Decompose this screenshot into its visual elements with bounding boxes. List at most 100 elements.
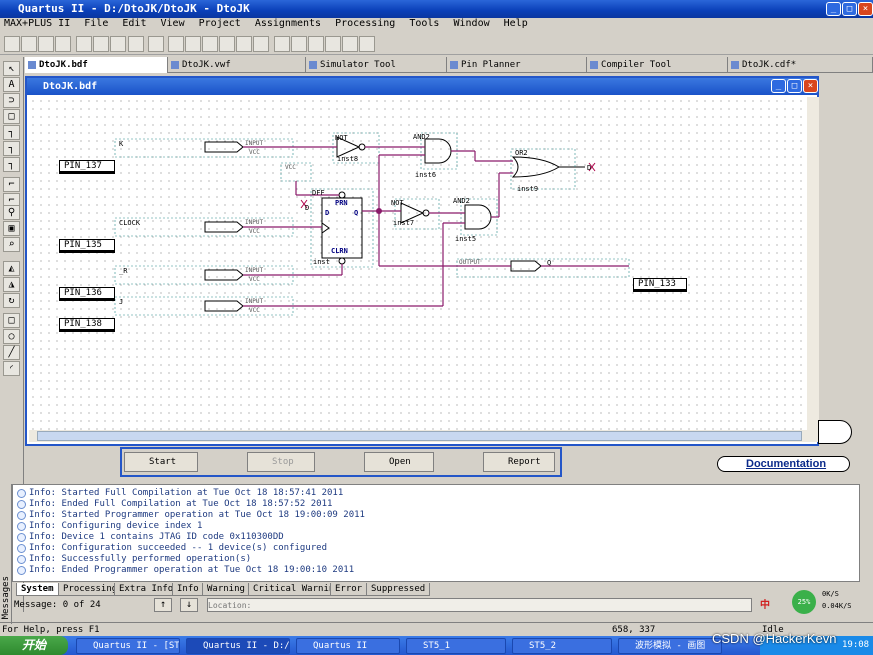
flip-vertical-icon[interactable]: ◮ (3, 277, 20, 292)
taskbar-item[interactable]: ST5_2 (512, 638, 612, 654)
tab-processing[interactable]: Processing (58, 583, 123, 596)
cut-icon[interactable] (76, 36, 92, 52)
design-partition-icon[interactable] (236, 36, 252, 52)
menu-edit[interactable]: Edit (122, 18, 147, 29)
doc-minimize-button[interactable]: _ (771, 79, 786, 93)
tab-dtojk-vwf[interactable]: DtoJK.vwf (168, 57, 306, 73)
menu-processing[interactable]: Processing (335, 18, 396, 29)
pin-136[interactable]: PIN_136 (59, 287, 115, 301)
messages-scrollbar[interactable] (859, 485, 860, 582)
orthogonal-node-icon[interactable]: ┐ (3, 125, 20, 140)
tab-pin-planner[interactable]: Pin Planner (447, 57, 587, 73)
documentation-link[interactable]: Documentation (717, 456, 850, 472)
start-simulation-icon[interactable] (325, 36, 341, 52)
conduit-tool-icon[interactable]: ┐ (3, 157, 20, 172)
menu-window[interactable]: Window (453, 18, 490, 29)
block-tool-icon[interactable]: □ (3, 109, 20, 124)
message-line[interactable]: Info: Ended Programmer operation at Tue … (29, 565, 355, 575)
chip-planner-icon[interactable] (253, 36, 269, 52)
pin-137[interactable]: PIN_137 (59, 160, 115, 174)
vertical-scrollbar[interactable] (807, 97, 819, 430)
arc-tool-icon[interactable]: ◜ (3, 361, 20, 376)
settings-icon[interactable] (219, 36, 235, 52)
warning-icon[interactable] (168, 36, 184, 52)
flip-horizontal-icon[interactable]: ◭ (3, 261, 20, 276)
taskbar-item[interactable]: 波形模拟 - 画图 (618, 638, 722, 654)
tab-info[interactable]: Info (172, 583, 204, 596)
horizontal-scrollbar[interactable] (29, 430, 819, 442)
message-line[interactable]: Info: Successfully performed operation(s… (29, 554, 252, 564)
print-icon[interactable] (55, 36, 71, 52)
tab-system[interactable]: System (16, 583, 59, 596)
tab-suppressed[interactable]: Suppressed (366, 583, 431, 596)
tab-dtojk-cdf[interactable]: DtoJK.cdf* (728, 57, 873, 73)
assignment-editor-icon[interactable] (185, 36, 201, 52)
maximize-button[interactable]: □ (842, 2, 857, 16)
rotate-icon[interactable]: ↻ (3, 293, 20, 308)
rubberbanding-icon[interactable]: ⌐ (3, 177, 20, 192)
doc-maximize-button[interactable]: □ (787, 79, 802, 93)
close-button[interactable]: × (858, 2, 873, 16)
message-line[interactable]: Info: Started Programmer operation at Tu… (29, 510, 365, 520)
pin-135[interactable]: PIN_135 (59, 239, 115, 253)
location-field[interactable] (207, 598, 752, 612)
taskbar-item[interactable]: ST5_1 (406, 638, 506, 654)
start-compilation-icon[interactable] (274, 36, 290, 52)
start-menu-button[interactable]: 开始 (0, 636, 68, 655)
full-screen-icon[interactable]: ▣ (3, 221, 20, 236)
copy-icon[interactable] (93, 36, 109, 52)
oval-tool-icon[interactable]: ○ (3, 329, 20, 344)
tab-compiler-tool[interactable]: Compiler Tool (587, 57, 728, 73)
menu-tools[interactable]: Tools (409, 18, 440, 29)
menu-file[interactable]: File (84, 18, 109, 29)
open-button[interactable]: Open (364, 452, 434, 472)
message-line[interactable]: Info: Device 1 contains JTAG ID code 0x1… (29, 532, 284, 542)
selection-tool-icon[interactable]: ↖ (3, 61, 20, 76)
previous-message-button[interactable]: ↑ (154, 598, 172, 612)
menu-help[interactable]: Help (503, 18, 528, 29)
orthogonal-bus-icon[interactable]: ┐ (3, 141, 20, 156)
pin-138[interactable]: PIN_138 (59, 318, 115, 332)
compilation-report-icon[interactable] (342, 36, 358, 52)
context-help-icon[interactable] (148, 36, 164, 52)
text-tool-icon[interactable]: A (3, 77, 20, 92)
taskbar-item[interactable]: Quartus II (296, 638, 400, 654)
menu-project[interactable]: Project (198, 18, 241, 29)
taskbar-item[interactable]: Quartus II - [ST... (76, 638, 180, 654)
timing-analyzer-icon[interactable] (308, 36, 324, 52)
schematic-canvas[interactable]: PIN_137 PIN_135 PIN_136 PIN_138 PIN_133 … (29, 97, 807, 430)
save-icon[interactable] (38, 36, 54, 52)
symbol-tool-icon[interactable]: ⊃ (3, 93, 20, 108)
report-button[interactable]: Report (483, 452, 555, 472)
new-file-icon[interactable] (4, 36, 20, 52)
ime-indicator[interactable]: 中 (760, 600, 770, 611)
tab-simulator-tool[interactable]: Simulator Tool (306, 57, 447, 73)
horizontal-scroll-thumb[interactable] (37, 431, 802, 441)
tab-error[interactable]: Error (330, 583, 368, 596)
rectangle-tool-icon[interactable]: □ (3, 313, 20, 328)
message-line[interactable]: Info: Ended Full Compilation at Tue Oct … (29, 499, 333, 509)
find-icon[interactable]: ⌕ (3, 237, 20, 252)
open-file-icon[interactable] (21, 36, 37, 52)
message-line[interactable]: Info: Started Full Compilation at Tue Oc… (29, 488, 344, 498)
programmer-icon[interactable] (359, 36, 375, 52)
message-line[interactable]: Info: Configuration succeeded -- 1 devic… (29, 543, 328, 553)
pin-133[interactable]: PIN_133 (633, 278, 687, 292)
zoom-tool-icon[interactable]: ⚲ (3, 205, 20, 220)
pin-planner-icon[interactable] (202, 36, 218, 52)
minimize-button[interactable]: _ (826, 2, 841, 16)
menu-view[interactable]: View (160, 18, 185, 29)
tab-dtojk-bdf[interactable]: DtoJK.bdf (25, 57, 168, 73)
paste-icon[interactable] (110, 36, 126, 52)
analysis-synthesis-icon[interactable] (291, 36, 307, 52)
menu-assignments[interactable]: Assignments (254, 18, 322, 29)
next-message-button[interactable]: ↓ (180, 598, 198, 612)
taskbar-item[interactable]: Quartus II - D:/... (186, 638, 290, 654)
undo-icon[interactable] (128, 36, 144, 52)
line-tool-icon[interactable]: ╱ (3, 345, 20, 360)
tab-extra-info[interactable]: Extra Info (114, 583, 179, 596)
doc-close-button[interactable]: × (803, 79, 818, 93)
start-button[interactable]: Start (124, 452, 198, 472)
tab-warning[interactable]: Warning (202, 583, 250, 596)
menu-maxplus[interactable]: MAX+PLUS II (4, 18, 71, 29)
